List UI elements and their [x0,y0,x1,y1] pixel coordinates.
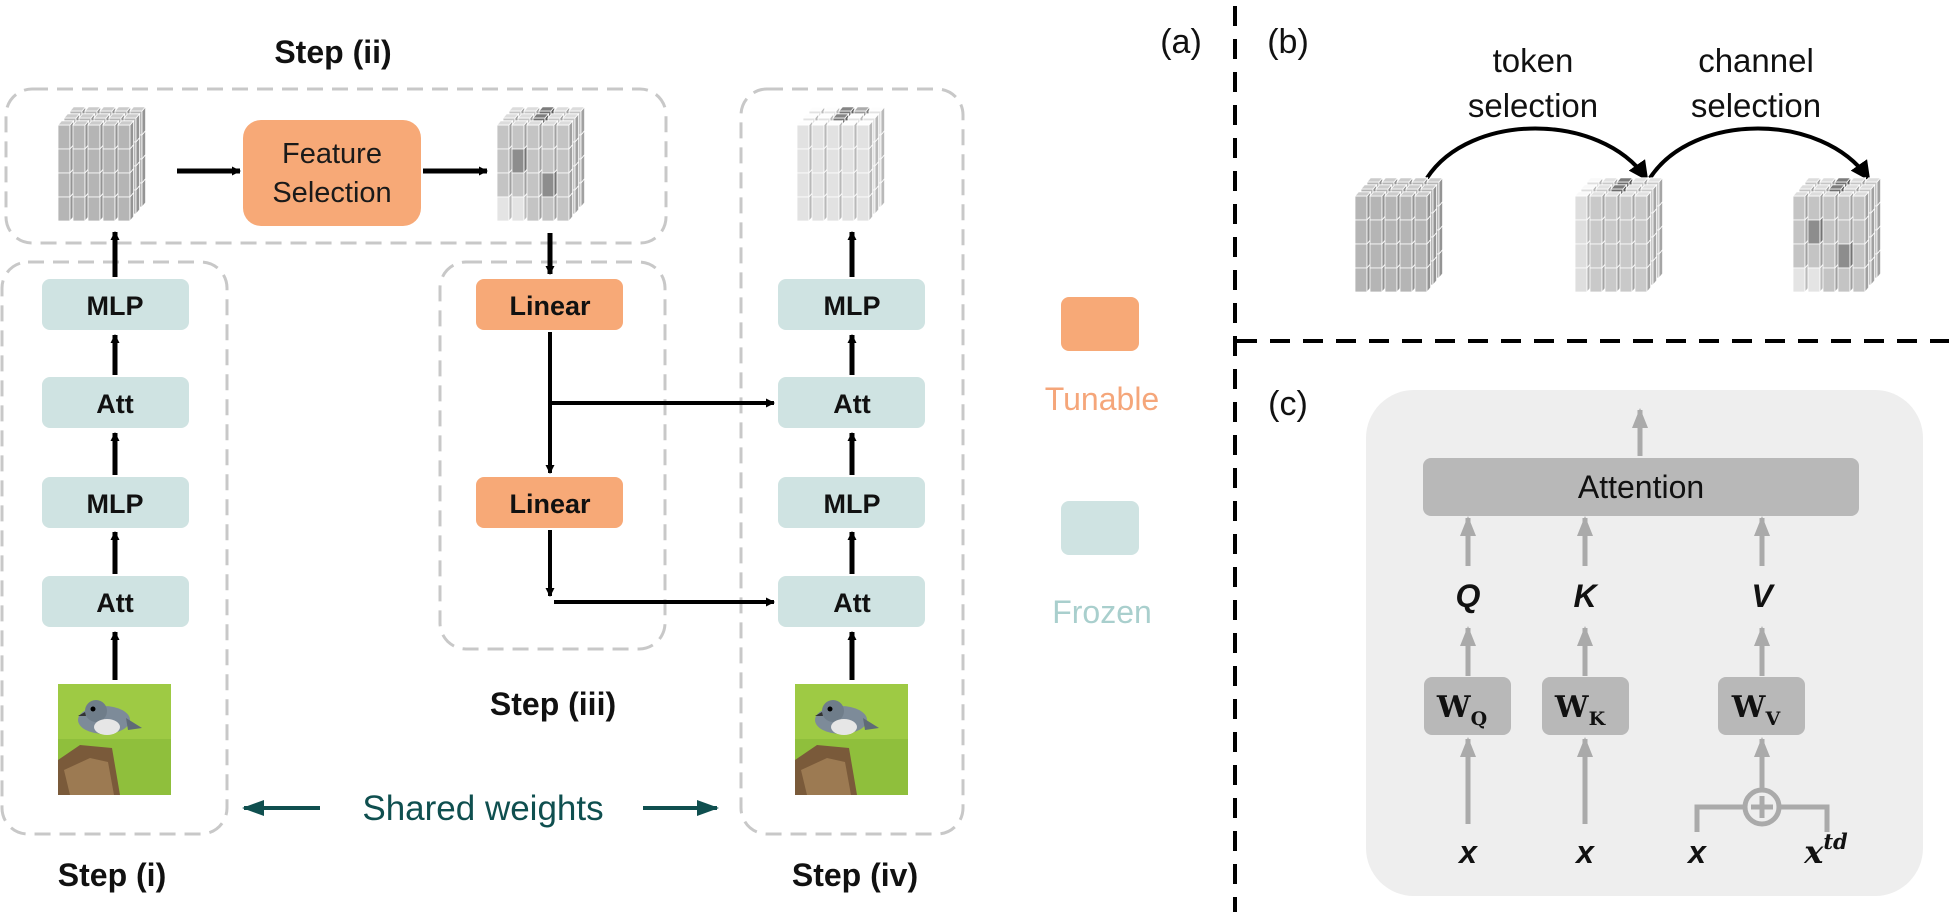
bird-image-right [795,684,908,795]
left-att-1-block [42,377,189,428]
token-selection-label-1: token [1493,42,1574,79]
panel-b: (b) token selection channel selection [1267,23,1882,294]
x-input-k: x [1574,834,1595,870]
x-td-input: xtd [1803,829,1848,871]
linear-top-block [476,279,623,330]
step-ii-group [4,87,668,245]
attention-block [1423,458,1859,516]
left-att-2-block [42,576,189,627]
right-att-1-block [778,377,925,428]
wq-label: WQ [1436,690,1487,730]
selected-feature-map-icon [496,105,586,223]
token-selection-arrow [1425,126,1649,182]
k-symbol: K [1573,578,1599,614]
step-iv-group [739,87,965,836]
channel-selected-map-icon [1792,176,1882,294]
wv-block [1718,677,1805,735]
right-mlp-1-label: MLP [824,291,881,321]
token-selected-map-icon [1574,176,1664,294]
bird-image-left [58,684,171,795]
right-att-2-label: Att [833,588,870,618]
wk-label: WK [1554,690,1607,730]
wv-label: WV [1731,690,1782,730]
channel-selection-arrow [1648,126,1871,182]
right-att-2-block [778,576,925,627]
legend-tunable-label: Tunable [1045,381,1159,417]
shared-weights-label: Shared weights [362,789,603,828]
step-iii-label: Step (iii) [490,686,616,722]
left-att-1-label: Att [96,389,133,419]
q-symbol: Q [1456,578,1481,614]
legend-frozen-label: Frozen [1052,594,1152,630]
channel-selection-label-2: selection [1691,87,1821,124]
feature-selection-label-2: Selection [272,177,391,209]
feature-map-icon [57,105,147,223]
panel-a: Step (ii) Step (i) Step (iii) Step (iv) … [0,23,1202,893]
step-iv-label: Step (iv) [792,857,918,893]
panel-c-label: (c) [1268,385,1308,423]
legend-tunable-swatch [1061,297,1139,351]
right-att-1-label: Att [833,389,870,419]
feature-selection-label-1: Feature [282,138,382,170]
left-att-2-label: Att [96,588,133,618]
left-mlp-2-block [42,477,189,528]
feature-selection-box [243,120,421,226]
attention-module-bg [1366,390,1923,896]
right-mlp-2-label: MLP [824,489,881,519]
x-input-q: x [1457,834,1478,870]
left-mlp-1-block [42,279,189,330]
step-ii-label: Step (ii) [274,34,391,70]
linear-bottom-label: Linear [509,489,591,519]
linear-bottom-block [476,477,623,528]
step-i-label: Step (i) [58,857,166,893]
panel-c: (c) Attention Q K V WQ WK WV x x x [1268,385,1923,896]
input-feature-map-icon [1354,176,1444,294]
attention-label: Attention [1578,469,1704,505]
panel-b-label: (b) [1267,23,1309,61]
left-mlp-2-label: MLP [87,489,144,519]
x-input-v: x [1686,834,1707,870]
panel-a-label: (a) [1160,23,1202,61]
linear-top-label: Linear [509,291,591,321]
token-selection-label-2: selection [1468,87,1598,124]
left-mlp-1-label: MLP [87,291,144,321]
wk-block [1542,677,1629,735]
legend-frozen-swatch [1061,501,1139,555]
channel-selection-label-1: channel [1698,42,1814,79]
right-mlp-2-block [778,477,925,528]
v-symbol: V [1751,578,1775,614]
top-down-feature-map-icon [796,105,886,223]
right-mlp-1-block [778,279,925,330]
wq-block [1424,677,1511,735]
